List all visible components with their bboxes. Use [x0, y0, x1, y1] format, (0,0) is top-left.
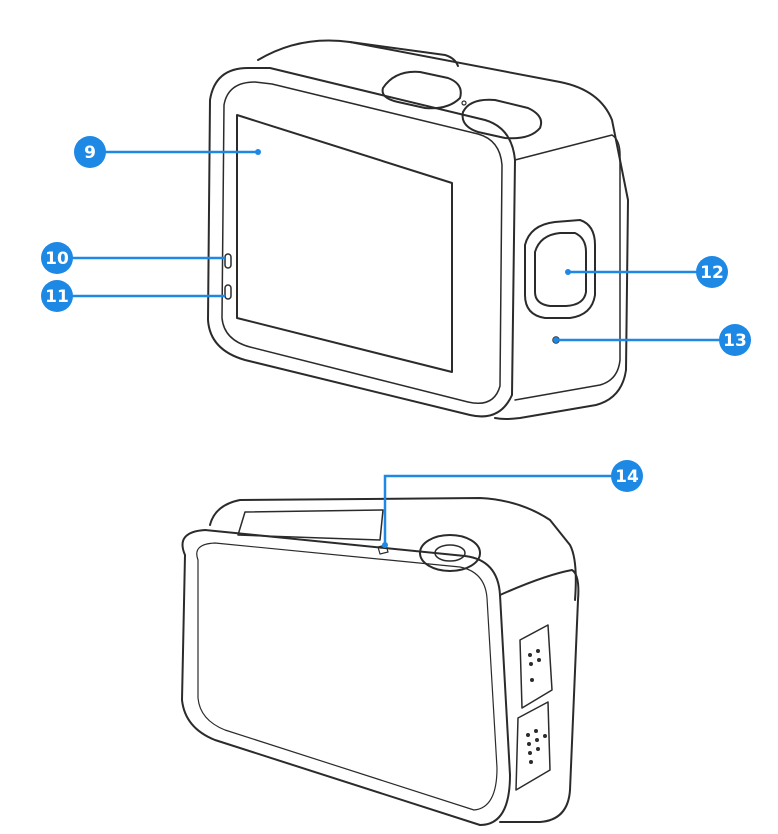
- top-pinhole: [462, 101, 466, 105]
- callout-9-label: 9: [84, 143, 96, 163]
- indicator-11: [225, 285, 231, 299]
- speaker-dot: [528, 653, 532, 657]
- callout-12: 12: [696, 256, 728, 288]
- callout-11-label: 11: [45, 287, 69, 307]
- rear-screen: [237, 115, 452, 372]
- callout-14: 14: [611, 460, 643, 492]
- bottom-camera-side: [500, 570, 578, 822]
- speaker-dot: [535, 738, 539, 742]
- bottom-camera-front-face: [182, 530, 510, 825]
- callout-11: 11: [41, 280, 73, 312]
- speaker-dot: [527, 742, 531, 746]
- camera-back-view: [208, 40, 628, 419]
- camera-side-panel: [515, 135, 620, 400]
- bottom-camera-front-inner: [197, 543, 497, 810]
- speaker-dots: [526, 649, 547, 764]
- callout-10-label: 10: [45, 249, 69, 269]
- indicator-10: [225, 254, 231, 268]
- camera-top-outline: [258, 40, 628, 419]
- speaker-dot: [534, 729, 538, 733]
- leader-endpoints: [255, 149, 571, 548]
- speaker-dot: [528, 751, 532, 755]
- speaker-dot: [543, 734, 547, 738]
- bottom-camera-display-window: [238, 510, 383, 540]
- speaker-dot: [529, 662, 533, 666]
- leader-endpoint-13: [553, 337, 559, 343]
- callout-9: 9: [74, 136, 106, 168]
- top-button-left: [383, 72, 461, 108]
- speaker-dot: [526, 733, 530, 737]
- callout-13: 13: [719, 324, 751, 356]
- speaker-dot: [537, 658, 541, 662]
- camera-rear-inner: [222, 82, 502, 403]
- callout-14-label: 14: [615, 467, 639, 487]
- speaker-dot: [536, 747, 540, 751]
- leader-endpoint-14: [382, 542, 388, 548]
- camera-bottom-view: [182, 498, 578, 825]
- speaker-dot: [536, 649, 540, 653]
- leader-endpoint-12: [565, 269, 571, 275]
- leader-line-14: [385, 476, 612, 545]
- leader-endpoint-9: [255, 149, 261, 155]
- callout-13-label: 13: [723, 331, 747, 351]
- side-button: [535, 233, 586, 306]
- speaker-dot: [529, 760, 533, 764]
- callout-10: 10: [41, 242, 73, 274]
- callout-12-label: 12: [700, 263, 724, 283]
- speaker-dot: [530, 678, 534, 682]
- side-port-lower: [516, 702, 550, 790]
- side-port-upper: [520, 625, 552, 708]
